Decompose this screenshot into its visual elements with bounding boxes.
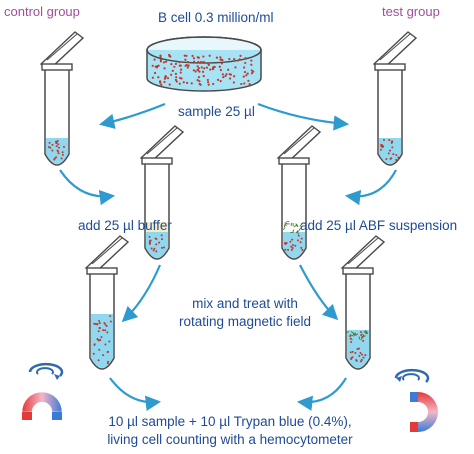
- add-buffer-label: add 25 µl buffer: [78, 218, 172, 233]
- rotation-arrow-icon: [394, 368, 430, 383]
- microcentrifuge-tube-icon: [276, 125, 322, 260]
- b-cell-label: B cell 0.3 million/ml: [158, 10, 274, 25]
- petri-dish-icon: [146, 36, 262, 92]
- microcentrifuge-tube-icon: [372, 31, 418, 166]
- sample-label: sample 25 µl: [178, 104, 255, 119]
- microcentrifuge-tube-icon: [139, 125, 185, 260]
- microcentrifuge-tube-icon: [39, 31, 85, 166]
- horseshoe-magnet-icon: [21, 391, 63, 420]
- rotation-arrow-icon: [28, 362, 64, 380]
- flow-arrows: [59, 102, 397, 411]
- mix-line1-label: mix and treat with: [192, 296, 298, 311]
- microcentrifuge-tube-icon: [84, 235, 130, 370]
- count-line2-label: living cell counting with a hemocytomete…: [107, 432, 353, 447]
- add-abf-label: add 25 µl ABF suspension: [300, 218, 458, 233]
- control-group-label: control group: [4, 4, 80, 19]
- mix-line2-label: rotating magnetic field: [178, 314, 312, 329]
- test-group-label: test group: [382, 4, 440, 19]
- tubes-group: [39, 31, 418, 370]
- microcentrifuge-tube-icon: [340, 235, 386, 370]
- horseshoe-magnet-icon: [410, 392, 438, 432]
- count-line1-label: 10 µl sample + 10 µl Trypan blue (0.4%),: [108, 414, 352, 429]
